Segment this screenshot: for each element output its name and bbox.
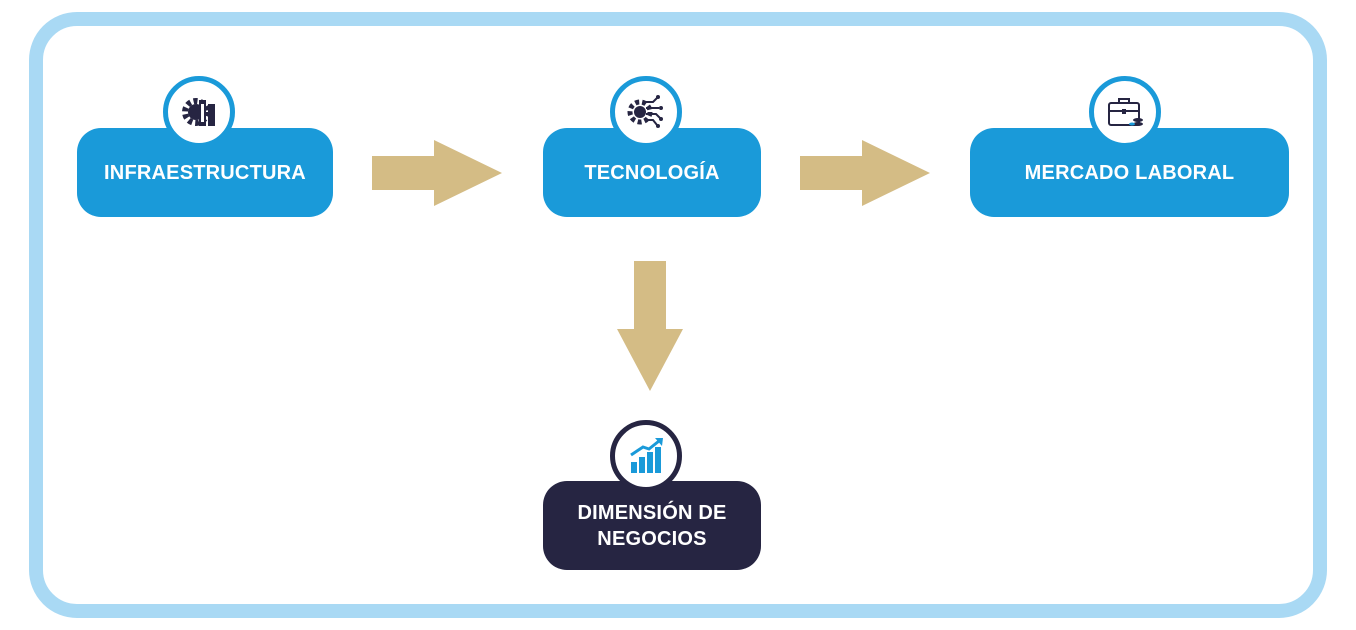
briefcase-coins-icon [1089, 76, 1161, 148]
node-mercado-label: MERCADO LABORAL [1024, 161, 1235, 184]
growth-chart-icon [610, 420, 682, 492]
arrow-right-1 [372, 140, 502, 206]
node-tecnologia-label: TECNOLOGÍA [584, 161, 720, 184]
gear-circuit-icon [610, 76, 682, 148]
node-infraestructura-label: INFRAESTRUCTURA [104, 161, 306, 184]
node-negocios-label: DIMENSIÓN DE NEGOCIOS [577, 501, 727, 550]
node-infraestructura: INFRAESTRUCTURA [77, 128, 333, 217]
node-tecnologia: TECNOLOGÍA [543, 128, 761, 217]
gear-building-icon [163, 76, 235, 148]
arrow-right-2 [800, 140, 930, 206]
node-dimension-negocios: DIMENSIÓN DE NEGOCIOS [543, 481, 761, 570]
arrow-down [617, 261, 683, 391]
